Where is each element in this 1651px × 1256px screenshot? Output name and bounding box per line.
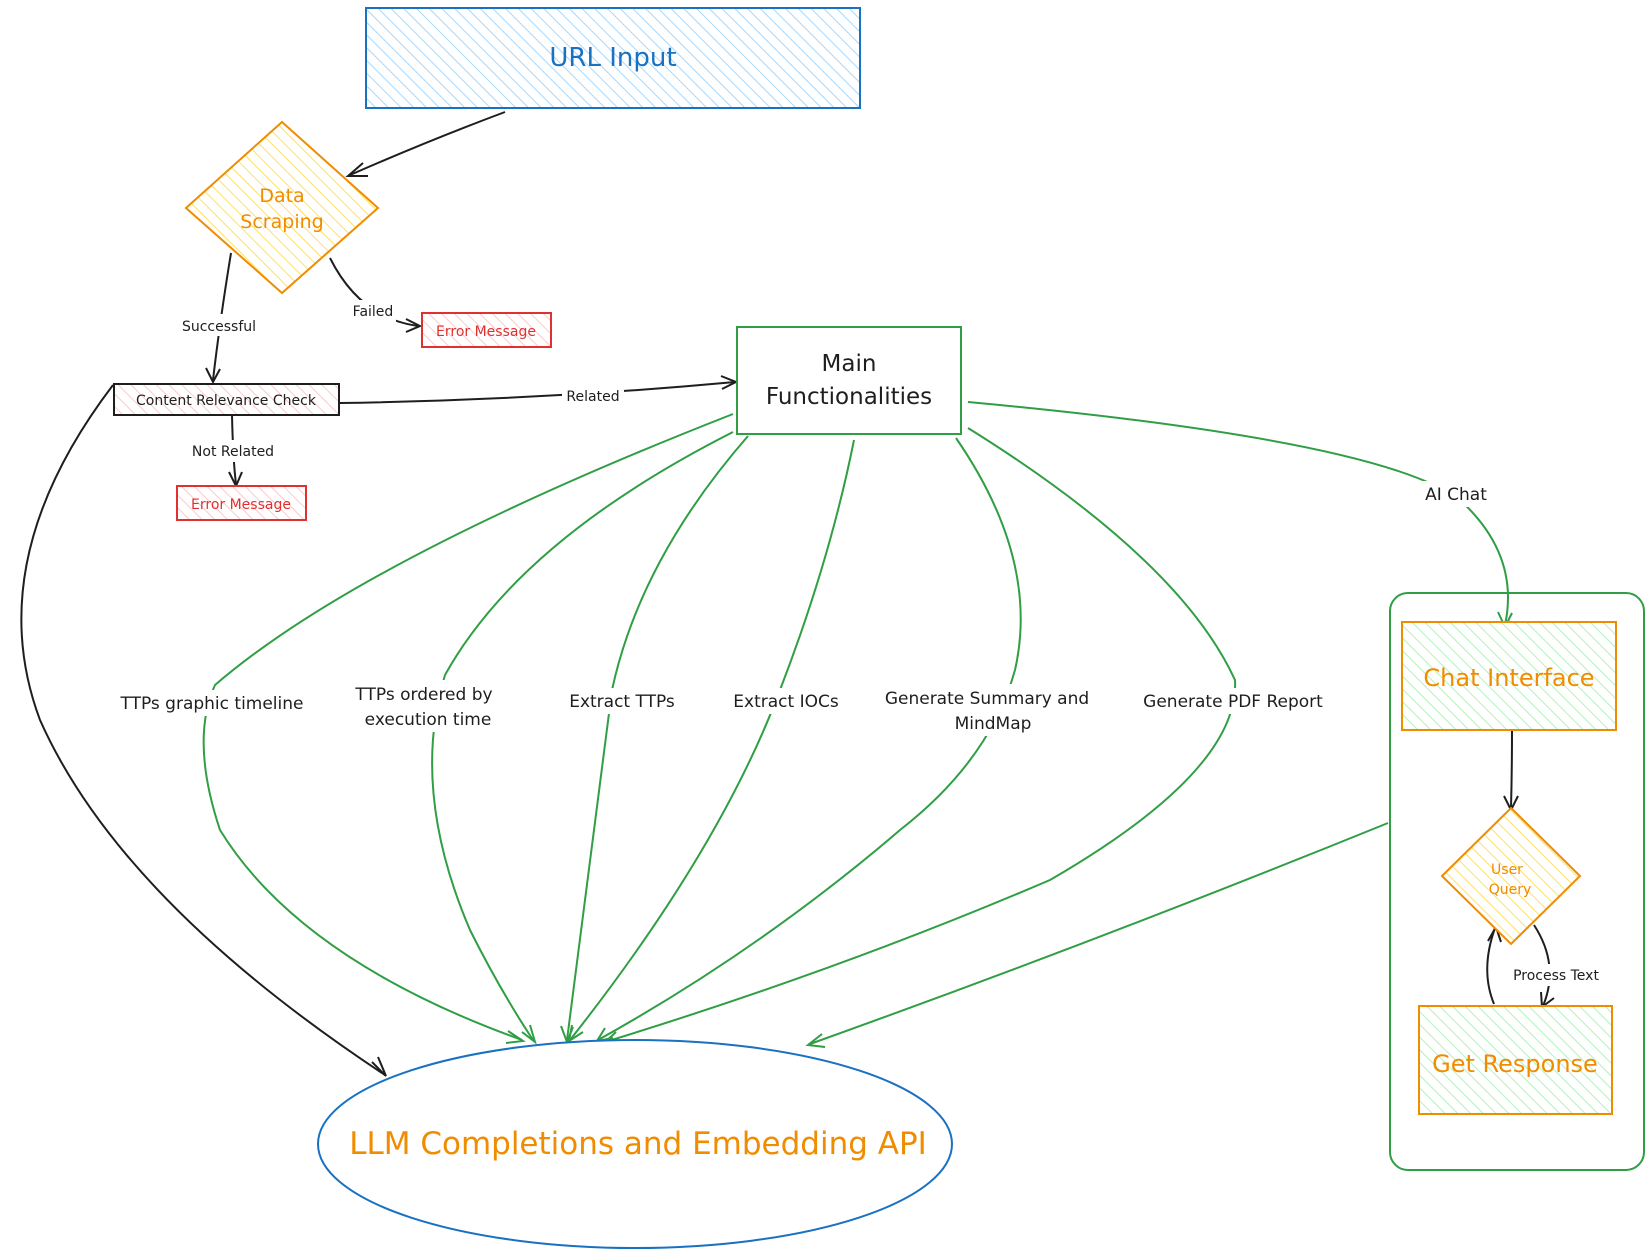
url-input-label: URL Input xyxy=(549,43,676,73)
label-ai-chat: AI Chat xyxy=(1425,485,1487,505)
edge-response-to-query xyxy=(1486,924,1502,1005)
edge-summary-mindmap xyxy=(594,437,1022,1043)
label-extract-iocs: Extract IOCs xyxy=(733,692,839,712)
edge-ttps-timeline xyxy=(202,413,734,1044)
label-ttps-ordered-line1: TTPs ordered by xyxy=(354,685,492,705)
node-main-functionalities[interactable]: Main Functionalities xyxy=(736,326,962,435)
node-get-response[interactable]: Get Response xyxy=(1418,1005,1613,1115)
edge-chat-to-query xyxy=(1503,729,1519,813)
node-chat-interface[interactable]: Chat Interface xyxy=(1401,621,1617,731)
edge-relevance-to-llm xyxy=(20,384,387,1077)
get-response-label: Get Response xyxy=(1432,1050,1598,1078)
label-not-related: Not Related xyxy=(192,444,274,460)
data-scraping-label-line2: Scraping xyxy=(240,211,323,233)
label-process-text: Process Text xyxy=(1513,968,1599,984)
user-query-label-line1: User xyxy=(1491,862,1523,878)
label-related: Related xyxy=(566,389,619,405)
node-user-query[interactable]: User Query xyxy=(1440,806,1582,946)
node-data-scraping[interactable]: Data Scraping xyxy=(184,120,380,295)
edge-ttps-ordered xyxy=(431,431,734,1045)
content-relevance-check-label: Content Relevance Check xyxy=(136,393,317,409)
node-url-input[interactable]: URL Input xyxy=(365,7,861,109)
error-message-failed-label: Error Message xyxy=(436,324,536,340)
edge-extract-ttps xyxy=(560,435,749,1045)
llm-api-label: LLM Completions and Embedding API xyxy=(349,1126,927,1162)
edge-chat-group-to-llm xyxy=(805,822,1389,1048)
user-query-label-line2: Query xyxy=(1489,882,1532,898)
edge-pdf-report xyxy=(601,427,1237,1046)
label-pdf-report: Generate PDF Report xyxy=(1143,692,1323,712)
edge-relevance-related xyxy=(339,375,739,404)
label-failed: Failed xyxy=(353,304,394,320)
node-error-message-failed[interactable]: Error Message xyxy=(421,312,552,348)
main-functionalities-label-line1: Main xyxy=(822,351,877,377)
label-summary-line2: MindMap xyxy=(955,714,1032,734)
label-summary-line1: Generate Summary and xyxy=(885,689,1089,709)
label-successful: Successful xyxy=(182,319,256,335)
node-content-relevance-check[interactable]: Content Relevance Check xyxy=(113,383,340,416)
data-scraping-label-line1: Data xyxy=(259,185,304,207)
chat-interface-label: Chat Interface xyxy=(1423,664,1594,692)
edge-url-to-scraping xyxy=(345,111,506,177)
node-error-message-not-related[interactable]: Error Message xyxy=(176,485,307,521)
chat-group-container xyxy=(1389,592,1645,1171)
node-llm-api[interactable]: LLM Completions and Embedding API xyxy=(317,1039,953,1249)
label-ttps-timeline: TTPs graphic timeline xyxy=(119,694,303,714)
label-extract-ttps: Extract TTPs xyxy=(569,692,675,712)
edge-extract-iocs xyxy=(567,439,855,1044)
error-message-not-related-label: Error Message xyxy=(191,497,291,513)
label-ttps-ordered-line2: execution time xyxy=(365,710,492,730)
edge-labels: Successful Failed Related Not Related AI… xyxy=(98,300,1610,986)
main-functionalities-label-line2: Functionalities xyxy=(766,384,932,410)
